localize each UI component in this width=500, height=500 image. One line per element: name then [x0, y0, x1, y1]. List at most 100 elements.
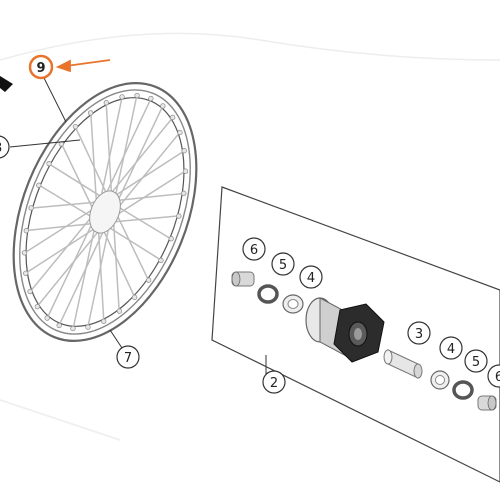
spoke [100, 98, 123, 198]
callout-3[interactable]: 3 [407, 321, 431, 345]
spoke-nipple [146, 277, 152, 283]
spoke [61, 144, 94, 210]
spoke-nipple [134, 92, 140, 99]
spoke-nipple [131, 294, 138, 300]
spoke-nipple [170, 114, 176, 121]
callout-6-left[interactable]: 6 [242, 237, 266, 261]
spoke [26, 227, 96, 273]
spoke [110, 118, 172, 194]
spoke-nipple [158, 257, 164, 264]
spoke-nipple [44, 315, 50, 321]
callout-8-partial[interactable]: 8 [0, 135, 10, 159]
spoke-nipple [116, 308, 123, 314]
callout-4-left[interactable]: 4 [299, 265, 323, 289]
hub-parts [231, 271, 497, 411]
spoke [90, 114, 98, 203]
callout-2[interactable]: 2 [262, 370, 286, 394]
black-arrow [0, 76, 13, 92]
spoke-nipple [103, 100, 109, 106]
spoke [49, 163, 102, 198]
spokes [25, 97, 185, 327]
spoke [30, 216, 93, 291]
callout-number: 4 [307, 271, 315, 286]
hub-flange [89, 190, 121, 234]
hub-body [305, 297, 385, 363]
spoke [114, 97, 138, 196]
spoke-nipple [85, 324, 91, 330]
spoke-nipple [23, 270, 29, 276]
wheel [12, 82, 198, 342]
spoke-nipple [176, 213, 182, 219]
spoke [117, 192, 183, 202]
callout-number: 7 [124, 351, 132, 366]
spoke-nipple [27, 288, 33, 295]
spoke-nipple [168, 236, 174, 242]
bearing-right [477, 395, 497, 411]
spoke [87, 226, 110, 326]
spoke-nipple [70, 325, 76, 332]
spoke [105, 100, 151, 194]
spoke-nipple [21, 250, 28, 256]
callout-7[interactable]: 7 [116, 345, 140, 369]
spacer-left [282, 294, 304, 314]
spoke-nipple [182, 168, 189, 174]
spoke-nipple [101, 318, 107, 324]
spoke-nipple [160, 103, 166, 109]
spoke [117, 206, 171, 239]
sleeve [383, 349, 423, 379]
callout-number: 6 [495, 370, 500, 385]
spoke-nipple [23, 228, 29, 234]
spoke-nipple [181, 190, 187, 196]
callout-number: 3 [415, 327, 423, 342]
spoke [116, 171, 185, 216]
callout-number: 2 [270, 376, 278, 391]
spoke [117, 133, 180, 208]
callout-number: 9 [36, 61, 45, 76]
spoke-nipple [119, 94, 125, 100]
spoke [105, 104, 113, 194]
spoke [39, 185, 93, 218]
spoke [47, 222, 93, 317]
spoke [113, 215, 178, 223]
spoke [27, 222, 93, 232]
spoke [108, 226, 161, 261]
seal-left [257, 284, 279, 304]
spoke-nipple [72, 124, 79, 130]
callouts: 9 8 7 6 5 4 2 3 [0, 54, 500, 394]
seal-right [452, 380, 474, 400]
spoke-nipples [21, 92, 189, 332]
spoke [75, 128, 108, 194]
callout-number: 4 [447, 342, 455, 357]
callout-number: 5 [472, 355, 480, 370]
spoke-nipple [148, 95, 154, 102]
callout-number: 8 [0, 141, 2, 156]
callout-number: 6 [250, 243, 258, 258]
spoke-nipple [34, 303, 40, 310]
spoke [112, 221, 120, 310]
spoke [38, 230, 100, 306]
hub-exploded-frame [211, 186, 500, 483]
rim-mid [19, 89, 191, 335]
spoke [117, 107, 163, 202]
spoke-nipple [56, 322, 62, 329]
callout-number: 5 [279, 258, 287, 273]
spoke-nipple [28, 205, 34, 211]
callout-6-right-partial[interactable]: 6 [487, 364, 500, 388]
spoke [32, 201, 97, 209]
spoke [114, 151, 184, 197]
spoke [72, 228, 96, 327]
spoke [97, 230, 105, 320]
spoke [25, 208, 94, 253]
callout-5-right[interactable]: 5 [464, 349, 488, 373]
spoke-nipple [87, 110, 94, 116]
spacer-right [430, 370, 450, 390]
callout-9-highlighted[interactable]: 9 [28, 54, 54, 80]
spoke-nipple [177, 129, 183, 136]
spoke-nipple [181, 148, 187, 154]
callout-5-left[interactable]: 5 [271, 252, 295, 276]
spoke [102, 230, 135, 296]
highlight-arrow [55, 59, 111, 73]
bearing-left [231, 271, 255, 287]
callout-4-right[interactable]: 4 [439, 336, 463, 360]
